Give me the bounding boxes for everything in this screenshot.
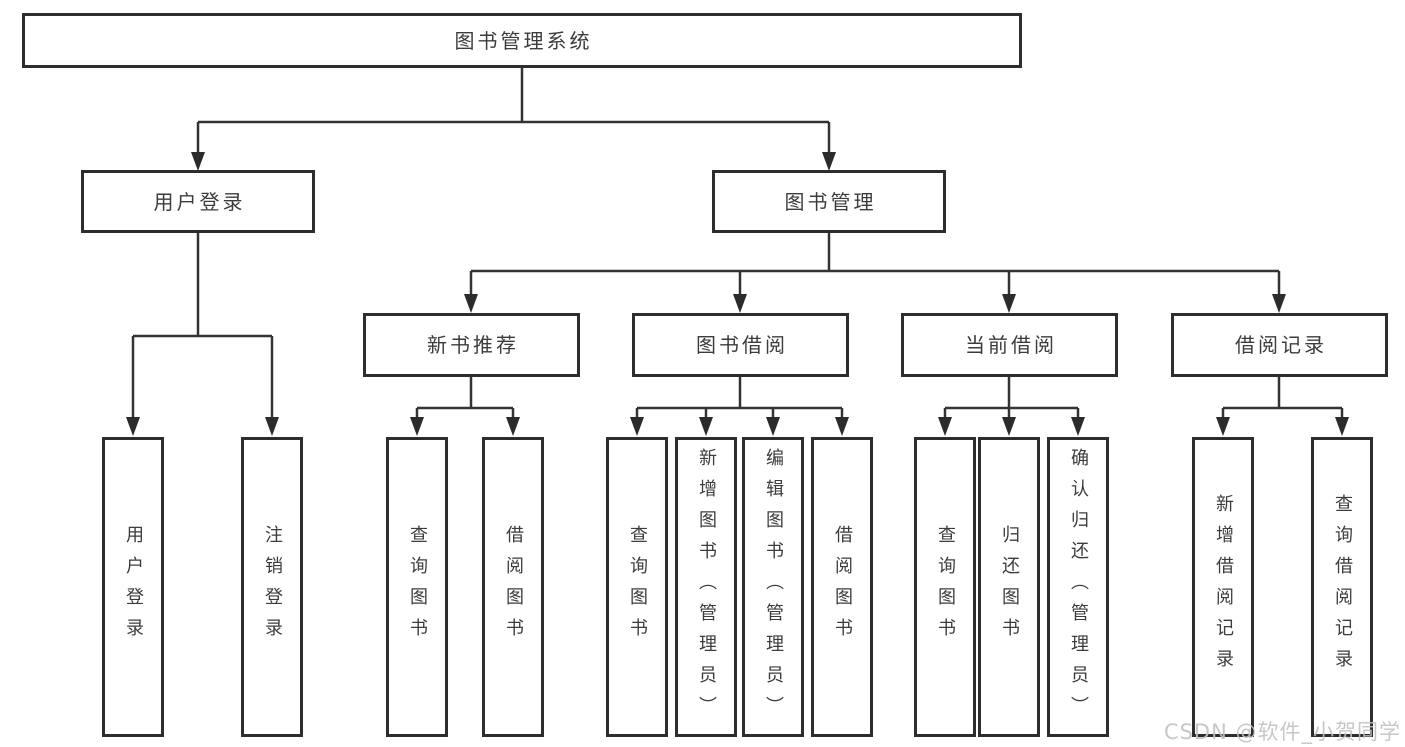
leaf-edit-books-admin: 编辑图书（管理员） xyxy=(742,437,804,737)
connector-new-book-children xyxy=(415,377,515,419)
node-borrow-records: 借阅记录 xyxy=(1171,313,1388,377)
arrow-down-icon xyxy=(835,417,849,436)
connector-user-login-children xyxy=(131,233,274,419)
connector-current-borrow-children xyxy=(943,377,1080,419)
node-book-management: 图书管理 xyxy=(712,170,946,233)
node-user-login: 用户登录 xyxy=(81,170,315,233)
arrow-down-icon xyxy=(733,294,747,313)
connector-root-to-level2 xyxy=(196,68,831,154)
arrow-down-icon xyxy=(506,417,520,436)
leaf-add-borrow-record: 新增借阅记录 xyxy=(1192,437,1254,737)
arrow-down-icon xyxy=(1272,294,1286,313)
arrow-down-icon xyxy=(464,294,478,313)
arrow-down-icon xyxy=(1002,294,1016,313)
arrow-down-icon xyxy=(1071,417,1085,436)
csdn-watermark: CSDN @软件_小贺同学 xyxy=(1163,720,1401,744)
arrowhead-icons xyxy=(126,152,1349,436)
connector-borrow-records-children xyxy=(1221,377,1344,419)
arrow-down-icon xyxy=(699,417,713,436)
arrow-down-icon xyxy=(1335,417,1349,436)
node-root-system: 图书管理系统 xyxy=(22,13,1022,68)
leaf-query-books-borrow: 查询图书 xyxy=(606,437,668,737)
arrow-down-icon xyxy=(191,152,205,171)
arrow-down-icon xyxy=(766,417,780,436)
leaf-borrow-books-recommend: 借阅图书 xyxy=(482,437,544,737)
arrow-down-icon xyxy=(822,152,836,171)
arrow-down-icon xyxy=(630,417,644,436)
arrow-down-icon xyxy=(126,417,140,436)
connector-paths xyxy=(131,68,1344,419)
node-book-borrow: 图书借阅 xyxy=(632,313,849,377)
arrow-down-icon xyxy=(1002,417,1016,436)
leaf-query-books-current: 查询图书 xyxy=(914,437,976,737)
leaf-user-login: 用户登录 xyxy=(102,437,164,737)
arrow-down-icon xyxy=(410,417,424,436)
arrow-down-icon xyxy=(1216,417,1230,436)
leaf-add-books-admin: 新增图书（管理员） xyxy=(675,437,737,737)
leaf-logout: 注销登录 xyxy=(241,437,303,737)
leaf-query-books-recommend: 查询图书 xyxy=(386,437,448,737)
node-new-book-recommend: 新书推荐 xyxy=(363,313,580,377)
arrow-down-icon xyxy=(265,417,279,436)
connector-book-borrow-children xyxy=(635,377,844,419)
arrow-down-icon xyxy=(938,417,952,436)
connector-book-mgmt-children xyxy=(469,233,1281,296)
leaf-query-borrow-record: 查询借阅记录 xyxy=(1311,437,1373,737)
leaf-confirm-return-admin: 确认归还（管理员） xyxy=(1047,437,1109,737)
leaf-borrow-books-borrow: 借阅图书 xyxy=(811,437,873,737)
leaf-return-books: 归还图书 xyxy=(978,437,1040,737)
node-current-borrow: 当前借阅 xyxy=(901,313,1118,377)
